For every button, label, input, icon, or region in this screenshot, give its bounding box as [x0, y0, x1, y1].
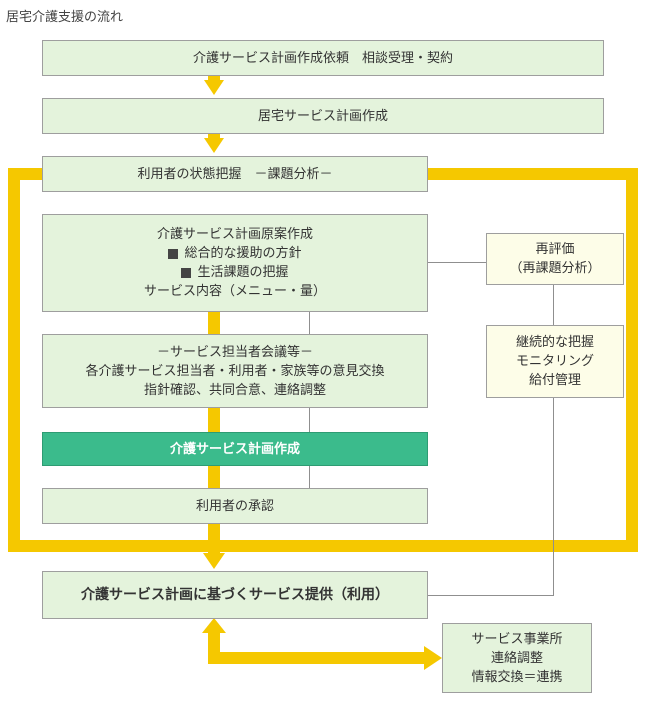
connector-line: [428, 262, 486, 263]
arrow-down: [204, 138, 224, 153]
provider-line-3: 情報交換＝連携: [471, 669, 563, 685]
loop-frame-right: [626, 168, 638, 552]
provider-line-1: サービス事業所: [471, 631, 563, 647]
arrow-up: [202, 618, 226, 633]
service-provider-box: サービス事業所 連絡調整 情報交換＝連携: [442, 623, 592, 693]
draft-bullet-1: 総合的な援助の方針: [168, 244, 302, 263]
monitoring-line-1: 継続的な把握: [515, 335, 594, 350]
draft-plan-box: 介護サービス計画原案作成 総合的な援助の方針 生活課題の把握 サービス内容（メニ…: [42, 214, 428, 312]
loop-frame-left: [8, 168, 20, 552]
draft-bullet-2: 生活課題の把握: [181, 263, 289, 282]
provider-line-2: 連絡調整: [490, 650, 543, 666]
reevaluation-line-2: （再課題分析）: [509, 261, 601, 276]
flow-connector: [208, 134, 220, 140]
meeting-line-2: 各介護サービス担当者・利用者・家族等の意見交換: [85, 363, 385, 379]
draft-title: 介護サービス計画原案作成: [156, 227, 313, 242]
arrow-down: [204, 80, 224, 95]
connector-line: [309, 466, 310, 488]
monitoring-box: 継続的な把握 モニタリング 給付管理: [486, 325, 624, 398]
assessment-label: 利用者の状態把握 －課題分析－: [137, 166, 333, 182]
draft-bullet-1-label: 総合的な援助の方針: [184, 246, 302, 261]
home-plan-label: 居宅サービス計画作成: [257, 108, 388, 124]
flow-connector: [208, 408, 220, 432]
care-plan-box: 介護サービス計画作成: [42, 432, 428, 466]
loop-frame-bottom: [8, 540, 638, 552]
connector-line: [309, 408, 310, 432]
reevaluation-line-1: 再評価: [535, 242, 575, 257]
meeting-box: －サービス担当者会議等－ 各介護サービス担当者・利用者・家族等の意見交換 指針確…: [42, 334, 428, 408]
assessment-box: 利用者の状態把握 －課題分析－: [42, 156, 428, 192]
care-plan-label: 介護サービス計画作成: [169, 441, 300, 457]
meeting-line-1: －サービス担当者会議等－: [156, 344, 313, 360]
draft-content: サービス内容（メニュー・量）: [143, 284, 326, 299]
connector-line: [553, 285, 554, 325]
approval-label: 利用者の承認: [195, 498, 274, 514]
bullet-square-icon: [181, 267, 192, 278]
connector-line: [309, 312, 310, 334]
diagram-title: 居宅介護支援の流れ: [6, 10, 124, 25]
connector-line: [553, 398, 554, 596]
connector-line: [428, 595, 554, 596]
reevaluation-box: 再評価 （再課題分析）: [486, 233, 624, 285]
arrow-down: [203, 553, 225, 569]
bullet-square-icon: [168, 248, 179, 259]
provision-label: 介護サービス計画に基づくサービス提供（利用）: [81, 586, 389, 603]
draft-bullet-2-label: 生活課題の把握: [197, 265, 289, 280]
request-box: 介護サービス計画作成依頼 相談受理・契約: [42, 40, 604, 76]
request-label: 介護サービス計画作成依頼 相談受理・契約: [192, 50, 453, 66]
home-plan-box: 居宅サービス計画作成: [42, 98, 604, 134]
flow-connector: [208, 466, 220, 488]
approval-box: 利用者の承認: [42, 488, 428, 524]
bidirectional-connector: [208, 652, 428, 664]
meeting-line-3: 指針確認、共同合意、連絡調整: [143, 382, 326, 398]
monitoring-line-3: 給付管理: [528, 373, 581, 388]
provision-box: 介護サービス計画に基づくサービス提供（利用）: [42, 571, 428, 619]
flow-connector: [208, 76, 220, 82]
flow-connector: [208, 312, 220, 334]
flow-connector: [208, 524, 220, 554]
monitoring-line-2: モニタリング: [515, 354, 594, 369]
arrow-right: [424, 646, 442, 670]
